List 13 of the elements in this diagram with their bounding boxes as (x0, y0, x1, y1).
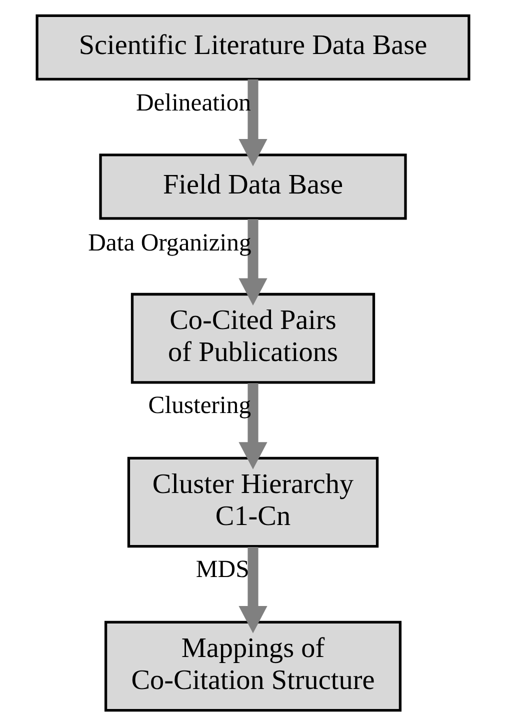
arrow (238, 383, 267, 470)
edge-label: Data Organizing (88, 230, 251, 257)
node-box: Cluster Hierarchy C1-Cn (126, 456, 378, 548)
arrow (238, 547, 267, 634)
arrow (238, 219, 267, 306)
edge-label: Clustering (148, 392, 251, 420)
edge-label: MDS (195, 556, 249, 584)
arrow (238, 79, 267, 166)
node-box: Co-Cited Pairs of Publications (130, 292, 375, 384)
edge-label: Delineation (135, 90, 251, 117)
node-box: Scientific Literature Data Base (35, 14, 470, 80)
node-box: Field Data Base (98, 154, 406, 220)
node-box: Mappings of Co-Citation Structure (104, 620, 402, 712)
